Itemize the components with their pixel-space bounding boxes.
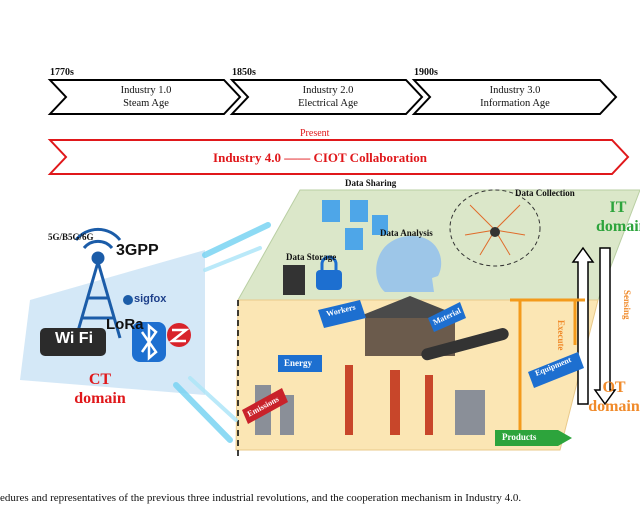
head-icon <box>376 235 442 292</box>
sigfox-icon <box>123 295 133 305</box>
data-analysis-label: Data Analysis <box>380 228 433 238</box>
era-1-label: Industry 1.0 Steam Age <box>66 84 226 110</box>
era-2-label: Industry 2.0 Electrical Age <box>248 84 408 110</box>
era-arrow-3 <box>411 79 618 115</box>
era-2-title: Industry 2.0 <box>302 85 354 96</box>
sigfox-logo: sigfox <box>134 293 167 305</box>
era-1-year: 1770s <box>50 67 74 78</box>
sensing-label: Sensing <box>622 290 632 320</box>
era-1-subtitle: Steam Age <box>123 98 169 109</box>
era-2-year: 1850s <box>232 67 256 78</box>
data-storage-label: Data Storage <box>286 252 337 262</box>
factory-icon <box>255 365 485 435</box>
era-arrow-2 <box>229 79 424 115</box>
data-sharing-label: Data Sharing <box>345 178 397 188</box>
3gpp-logo: 3GPP <box>116 242 159 259</box>
present-title: Industry 4.0 —— CIOT Collaboration <box>213 150 427 165</box>
wifi-logo <box>40 328 106 356</box>
present-arrow <box>47 139 630 175</box>
crane-icon <box>510 298 585 435</box>
data-collection-label: Data Collection <box>515 188 575 198</box>
execute-label: Execute <box>556 320 566 351</box>
era-3-year: 1900s <box>414 67 438 78</box>
figure-caption: edures and representatives of the previo… <box>0 492 522 504</box>
energy-tag <box>278 355 322 372</box>
emissions-tag <box>242 388 288 424</box>
energy-label: Energy <box>284 358 312 368</box>
era-1-title: Industry 1.0 <box>120 85 172 96</box>
era-arrow-1 <box>47 79 242 115</box>
era-3-subtitle: Information Age <box>480 98 550 109</box>
sensing-arrow <box>593 247 617 406</box>
equipment-tag <box>528 352 584 388</box>
ot-domain-title: OT domain <box>588 379 640 415</box>
lora-logo: LoRa <box>106 316 144 333</box>
lock-icon <box>320 255 338 270</box>
ct-domain-title: CT domain <box>74 371 126 407</box>
products-label: Products <box>502 432 537 442</box>
material-tag <box>428 302 466 332</box>
data-storage-icon <box>283 265 305 295</box>
wifi-label: Wi Fi <box>54 330 94 347</box>
products-tag <box>495 430 572 446</box>
data-sharing-icon <box>322 200 388 250</box>
era-3-label: Industry 3.0 Information Age <box>430 84 600 110</box>
5g-label: 5G/B5G/6G <box>48 232 94 242</box>
it-domain-title: IT domain <box>596 199 640 235</box>
cell-tower-icon <box>74 227 122 339</box>
workers-tag <box>318 300 366 328</box>
era-2-subtitle: Electrical Age <box>298 98 358 109</box>
present-label: Present <box>300 128 330 139</box>
data-collection-icon <box>449 189 541 267</box>
era-3-title: Industry 3.0 <box>489 85 541 96</box>
